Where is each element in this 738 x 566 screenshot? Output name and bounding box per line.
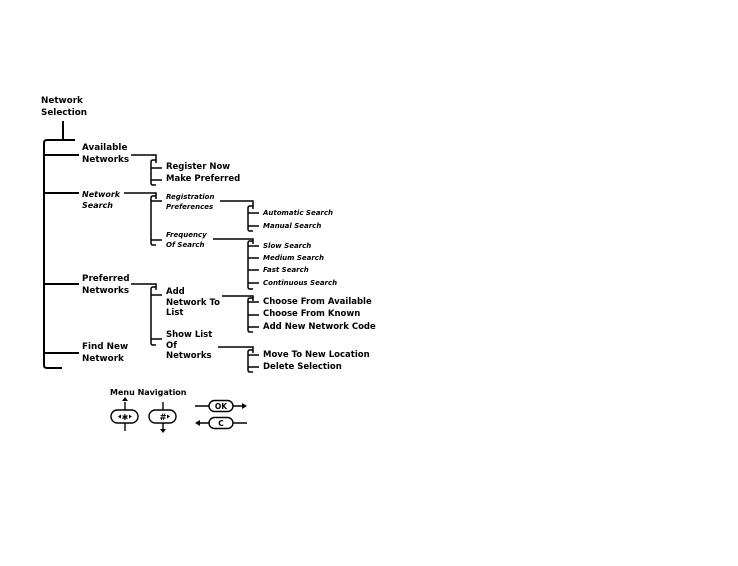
menu-item-move-to-new-location[interactable]: Move To New Location xyxy=(263,350,370,360)
menu-item-registration-preferences[interactable]: Registration Preferences xyxy=(166,193,215,211)
menu-item-network-search[interactable]: Network Search xyxy=(82,190,121,210)
menu-item-medium-search[interactable]: Medium Search xyxy=(263,254,324,262)
menu-item-automatic-search[interactable]: Automatic Search xyxy=(263,209,334,217)
menu-item-frequency-of-search[interactable]: Frequency Of Search xyxy=(166,231,207,249)
menu-item-fast-search[interactable]: Fast Search xyxy=(263,266,309,274)
ok-key-icon xyxy=(195,399,247,413)
clear-key-icon xyxy=(195,416,247,430)
menu-item-preferred-networks[interactable]: Preferred Networks xyxy=(82,274,130,296)
menu-item-slow-search[interactable]: Slow Search xyxy=(263,242,312,250)
menu-item-continuous-search[interactable]: Continuous Search xyxy=(263,279,338,287)
ok-key-label: OK xyxy=(215,402,228,411)
star-key-label: ✱ xyxy=(122,413,129,422)
menu-item-add-network-to-list[interactable]: Add Network To List xyxy=(166,287,220,318)
hash-key-icon xyxy=(148,402,177,433)
hash-key-label: # xyxy=(159,413,166,423)
menu-item-manual-search[interactable]: Manual Search xyxy=(263,222,322,230)
menu-item-choose-from-available[interactable]: Choose From Available xyxy=(263,297,372,307)
menu-item-make-preferred[interactable]: Make Preferred xyxy=(166,174,241,184)
menu-navigation-title: Menu Navigation xyxy=(110,388,187,397)
star-key-icon xyxy=(110,397,139,431)
menu-item-add-new-network-code[interactable]: Add New Network Code xyxy=(263,322,376,332)
menu-item-delete-selection[interactable]: Delete Selection xyxy=(263,362,342,372)
menu-item-register-now[interactable]: Register Now xyxy=(166,162,231,172)
clear-key-label: C xyxy=(218,419,224,428)
menu-item-available-networks[interactable]: Available Networks xyxy=(82,143,130,165)
root-label: Network Selection xyxy=(41,96,88,118)
menu-item-show-list-of-networks[interactable]: Show List Of Networks xyxy=(166,330,213,361)
menu-item-choose-from-known[interactable]: Choose From Known xyxy=(263,309,361,319)
menu-item-find-new-network[interactable]: Find New Network xyxy=(82,342,129,364)
